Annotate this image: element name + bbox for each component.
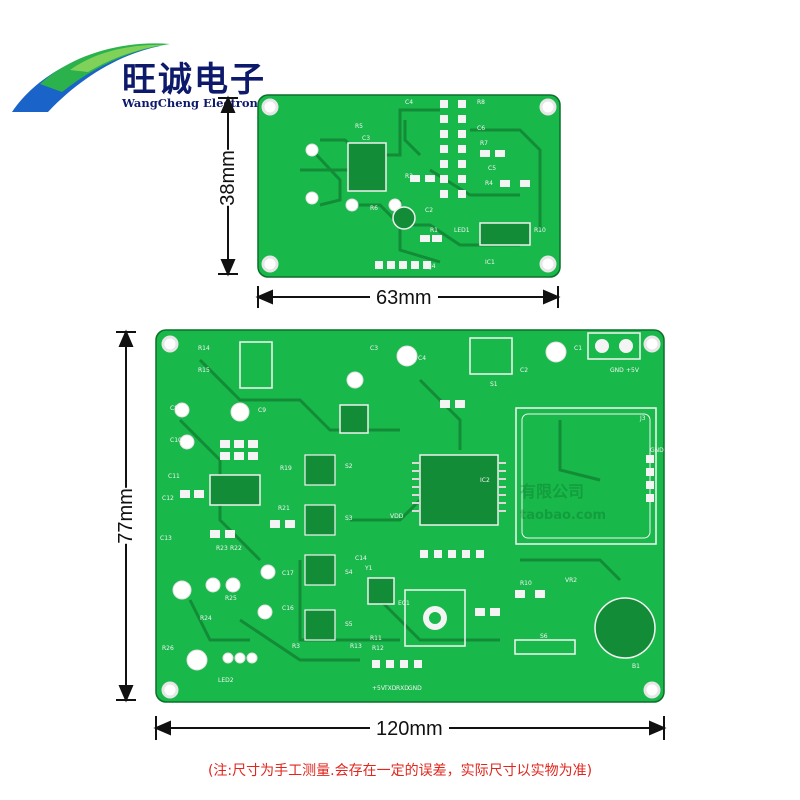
- svg-text:R3: R3: [405, 173, 413, 180]
- svg-text:R24: R24: [200, 615, 212, 622]
- svg-text:LED1: LED1: [454, 227, 470, 234]
- svg-text:R4: R4: [485, 180, 493, 187]
- svg-text:RXD: RXD: [396, 685, 409, 692]
- svg-text:R25: R25: [225, 595, 237, 602]
- svg-text:C13: C13: [160, 535, 172, 542]
- svg-text:R15: R15: [198, 367, 210, 374]
- svg-text:R13: R13: [350, 643, 362, 650]
- svg-text:+5V: +5V: [372, 685, 386, 692]
- svg-text:R8: R8: [477, 99, 485, 106]
- svg-text:B1: B1: [632, 663, 640, 670]
- svg-text:C3: C3: [362, 135, 370, 142]
- svg-text:LED2: LED2: [218, 677, 234, 684]
- svg-text:C14: C14: [355, 555, 367, 562]
- svg-text:R7: R7: [480, 140, 488, 147]
- svg-text:C10: C10: [170, 437, 182, 444]
- svg-text:EC1: EC1: [398, 600, 410, 607]
- svg-text:+5V: +5V: [626, 367, 640, 374]
- svg-text:R26: R26: [162, 645, 174, 652]
- svg-text:R23: R23: [216, 545, 228, 552]
- svg-text:C8: C8: [170, 405, 178, 412]
- measurement-note: (注:尺寸为手工测量.会存在一定的误差，实际尺寸以实物为准): [207, 763, 593, 779]
- svg-text:S1: S1: [490, 381, 498, 388]
- svg-text:R14: R14: [198, 345, 210, 352]
- svg-text:R22: R22: [230, 545, 242, 552]
- svg-text:R10: R10: [534, 227, 546, 234]
- large-height-label: 77mm: [115, 488, 137, 544]
- svg-text:C2: C2: [520, 367, 528, 374]
- svg-text:R19: R19: [280, 465, 292, 472]
- svg-text:J3: J3: [639, 415, 646, 422]
- large-width-label: 120mm: [370, 719, 449, 739]
- svg-text:VDD: VDD: [390, 513, 404, 520]
- svg-text:C16: C16: [282, 605, 294, 612]
- small-width-label: 63mm: [370, 288, 438, 308]
- svg-text:GND: GND: [610, 367, 624, 374]
- svg-text:J4: J4: [429, 263, 436, 270]
- svg-text:C4: C4: [405, 99, 413, 106]
- svg-text:TXD: TXD: [383, 685, 397, 692]
- svg-text:S5: S5: [345, 621, 353, 628]
- svg-text:R5: R5: [355, 123, 363, 130]
- svg-text:R1: R1: [430, 227, 438, 234]
- svg-text:S3: S3: [345, 515, 353, 522]
- svg-text:GND: GND: [650, 447, 664, 454]
- svg-text:C2: C2: [425, 207, 433, 214]
- svg-text:C11: C11: [168, 473, 180, 480]
- svg-text:R10: R10: [520, 580, 532, 587]
- svg-text:R11: R11: [370, 635, 382, 642]
- svg-text:IC2: IC2: [480, 477, 490, 484]
- svg-text:R12: R12: [372, 645, 384, 652]
- svg-text:R21: R21: [278, 505, 290, 512]
- svg-text:C9: C9: [258, 407, 266, 414]
- svg-text:IC1: IC1: [485, 259, 495, 266]
- small-height-label: 38mm: [217, 150, 239, 206]
- svg-text:R6: R6: [370, 205, 378, 212]
- svg-text:C1: C1: [574, 345, 582, 352]
- svg-text:C5: C5: [488, 165, 496, 172]
- watermark-cn: 有限公司: [520, 482, 585, 501]
- svg-text:C3: C3: [370, 345, 378, 352]
- svg-text:S4: S4: [345, 569, 353, 576]
- svg-text:C17: C17: [282, 570, 294, 577]
- svg-text:C12: C12: [162, 495, 174, 502]
- svg-text:R3: R3: [292, 643, 300, 650]
- svg-text:GND: GND: [408, 685, 422, 692]
- svg-text:S6: S6: [540, 633, 548, 640]
- svg-text:C4: C4: [418, 355, 426, 362]
- watermark-en: taobao.com: [520, 508, 607, 523]
- brand-name-cn: 旺诚电子: [122, 60, 266, 100]
- svg-text:VR2: VR2: [565, 577, 577, 584]
- svg-text:Y1: Y1: [364, 565, 373, 572]
- svg-text:C6: C6: [477, 125, 485, 132]
- svg-text:S2: S2: [345, 463, 353, 470]
